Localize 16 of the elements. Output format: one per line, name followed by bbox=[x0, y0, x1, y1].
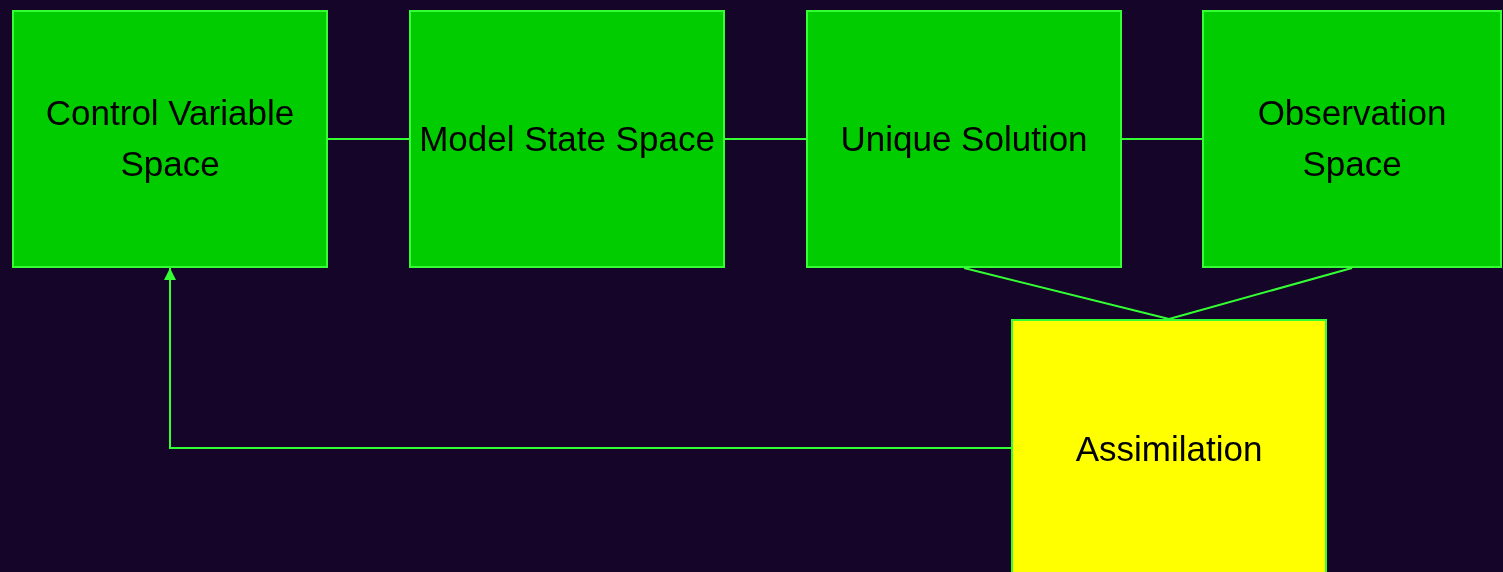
box-label: Model State Space bbox=[418, 117, 716, 160]
box-label: Assimilation bbox=[1074, 427, 1264, 470]
process-box bbox=[1202, 10, 1502, 268]
box-label: Control Variable Space bbox=[44, 92, 296, 185]
process-box bbox=[12, 10, 328, 268]
connector-line bbox=[1121, 138, 1203, 140]
process-box bbox=[1011, 319, 1327, 572]
connector-line bbox=[1168, 267, 1353, 320]
process-box bbox=[806, 10, 1122, 268]
connector-line bbox=[963, 267, 1170, 320]
connector-line bbox=[724, 138, 807, 140]
box-label: Observation Space bbox=[1256, 92, 1448, 185]
box-label: Unique Solution bbox=[839, 117, 1089, 160]
connector-line bbox=[327, 138, 410, 140]
arrow bbox=[164, 267, 1012, 449]
process-box bbox=[409, 10, 725, 268]
